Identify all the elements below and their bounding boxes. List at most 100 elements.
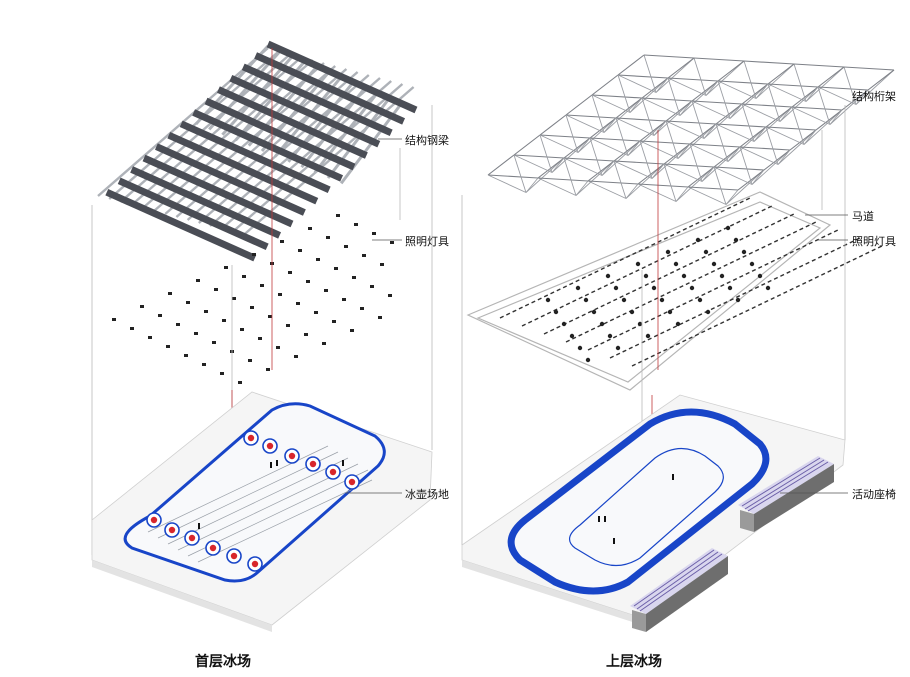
light-fixture <box>667 309 673 315</box>
light-fixture <box>388 294 392 297</box>
right-callout-lines <box>780 214 848 494</box>
truss-chord <box>767 63 795 85</box>
truss-chord <box>565 94 593 116</box>
truss-chord <box>665 120 717 125</box>
light-fixture <box>266 368 270 371</box>
light-fixture <box>545 297 551 303</box>
truss-web <box>713 166 727 205</box>
light-fixture <box>326 236 330 239</box>
main-beam <box>105 189 257 262</box>
truss-chord <box>739 146 791 151</box>
truss-web <box>601 140 641 176</box>
light-fixture <box>569 333 575 339</box>
truss-web <box>739 146 753 185</box>
light-fixture <box>294 355 298 358</box>
truss-web <box>551 157 565 173</box>
truss-chord <box>715 123 767 128</box>
light-fixture <box>220 372 224 375</box>
light-fixture <box>130 327 134 330</box>
light-fixture <box>689 285 695 291</box>
light-fixture <box>308 227 312 230</box>
truss-chord <box>591 94 643 99</box>
truss-web <box>589 137 629 156</box>
truss-web <box>539 134 579 153</box>
light-fixture <box>380 263 384 266</box>
truss-chord <box>765 126 817 131</box>
steel-beam-grid <box>97 40 418 262</box>
skating-rink <box>507 408 770 595</box>
light-fixture <box>378 316 382 319</box>
truss-chord <box>641 97 693 102</box>
light-fixture <box>322 342 326 345</box>
light-fixture <box>585 357 591 363</box>
truss-web <box>765 126 779 165</box>
main-beam <box>154 143 306 216</box>
truss-web <box>829 109 843 125</box>
curling-button <box>266 442 274 450</box>
truss-web <box>803 109 843 145</box>
truss-web <box>691 100 705 139</box>
light-fixture <box>306 280 310 283</box>
truss-web <box>565 114 579 153</box>
truss-web <box>727 126 767 162</box>
light-fixture <box>765 285 771 291</box>
truss-web <box>689 143 703 182</box>
truss-web <box>703 103 743 139</box>
truss-web <box>791 106 831 125</box>
movable-seating-lower <box>630 548 728 632</box>
truss-web <box>675 186 689 202</box>
light-fixture <box>651 285 657 291</box>
truss-web <box>739 146 779 165</box>
truss-web <box>767 83 807 102</box>
truss-web <box>587 180 627 199</box>
truss-web <box>855 89 869 105</box>
light-fixture <box>148 336 152 339</box>
curling-button <box>209 544 217 552</box>
truss-chord <box>539 114 567 136</box>
light-fixture <box>621 297 627 303</box>
main-beam <box>167 132 319 205</box>
left-lighting-fixtures <box>112 214 394 384</box>
truss-chord <box>793 63 845 68</box>
light-fixture <box>577 345 583 351</box>
light-fixture <box>695 237 701 243</box>
truss-chord <box>615 117 667 122</box>
truss-web <box>653 120 667 136</box>
truss-web <box>575 160 615 196</box>
light-fixture <box>176 323 180 326</box>
truss-web <box>843 66 857 105</box>
curling-button <box>230 552 238 560</box>
light-fixture <box>260 284 264 287</box>
truss-web <box>755 83 769 99</box>
curling-houses <box>146 430 360 572</box>
truss-web <box>817 86 857 105</box>
light-strip <box>499 197 751 319</box>
light-strip <box>631 245 883 367</box>
light-fixture <box>757 273 763 279</box>
main-beam <box>192 109 344 182</box>
truss-chord <box>539 134 591 139</box>
light-fixture <box>635 261 641 267</box>
people-figures-right <box>598 474 674 544</box>
truss-web <box>643 54 657 93</box>
light-fixture <box>741 249 747 255</box>
light-fixture <box>186 301 190 304</box>
main-beam <box>179 120 331 193</box>
truss-web <box>727 146 741 162</box>
truss-web <box>613 160 627 199</box>
light-fixture <box>342 298 346 301</box>
truss-web <box>641 97 655 136</box>
light-fixture <box>605 273 611 279</box>
curling-button <box>329 468 337 476</box>
right-lighting-fixtures <box>499 197 883 367</box>
light-fixture <box>238 381 242 384</box>
label-steel-beams: 结构钢梁 <box>405 134 449 147</box>
truss-web <box>565 114 605 133</box>
light-fixture <box>350 329 354 332</box>
truss-web <box>855 69 895 105</box>
main-beam <box>266 40 418 114</box>
curling-button <box>251 560 259 568</box>
truss-web <box>705 80 719 96</box>
truss-web <box>743 60 757 99</box>
label-seating: 活动座椅 <box>852 488 896 501</box>
